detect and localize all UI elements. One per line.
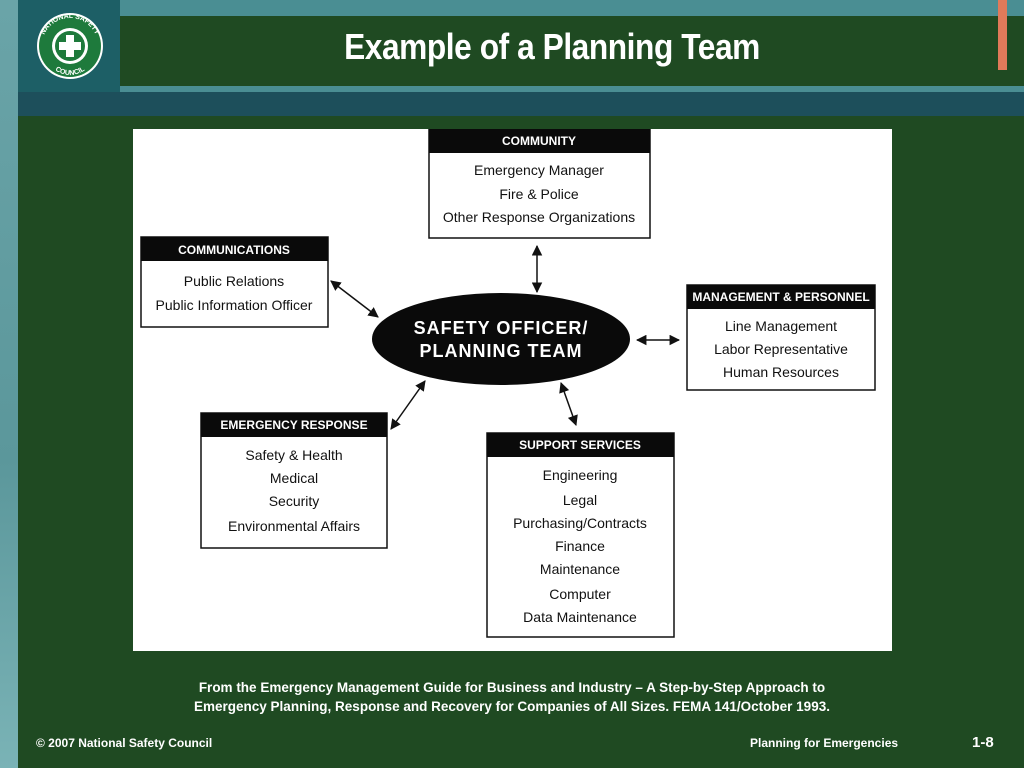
arrow-support <box>559 382 578 426</box>
box-support-item: Engineering <box>543 467 618 483</box>
box-management-header: MANAGEMENT & PERSONNEL <box>692 290 869 304</box>
caption-line-1: From the Emergency Management Guide for … <box>198 680 826 695</box>
nsc-logo-icon: NATIONAL SAFETY COUNCIL <box>37 13 103 79</box>
box-support: SUPPORT SERVICES Engineering Legal Purch… <box>486 432 675 638</box>
box-emergency-item: Environmental Affairs <box>228 518 360 534</box>
arrow-emergency <box>390 380 426 430</box>
center-line-1: SAFETY OFFICER/ <box>414 318 589 338</box>
center-node <box>372 293 630 385</box>
page-title: Example of a Planning Team <box>344 26 760 67</box>
header-band-dark <box>18 92 1024 116</box>
box-emergency-item: Safety & Health <box>245 447 342 463</box>
box-community: COMMUNITY Emergency Manager Fire & Polic… <box>428 129 651 239</box>
box-community-item: Other Response Organizations <box>443 209 635 225</box>
title-band <box>120 16 1024 86</box>
box-community-item: Emergency Manager <box>474 162 604 178</box>
box-support-item: Data Maintenance <box>523 609 637 625</box>
footer-copyright: © 2007 National Safety Council <box>36 736 213 750</box>
box-emergency-item: Medical <box>270 470 318 486</box>
box-emergency-header: EMERGENCY RESPONSE <box>220 418 367 432</box>
accent-bar <box>998 0 1007 70</box>
planning-team-diagram: SAFETY OFFICER/ PLANNING TEAM COMMUNITY … <box>133 129 892 651</box>
diagram-canvas: SAFETY OFFICER/ PLANNING TEAM COMMUNITY … <box>140 129 876 638</box>
box-support-item: Maintenance <box>540 561 620 577</box>
box-communications-header: COMMUNICATIONS <box>178 243 290 257</box>
box-emergency-item: Security <box>269 493 320 509</box>
caption-line-2: Emergency Planning, Response and Recover… <box>194 699 830 714</box>
box-support-item: Computer <box>549 586 611 602</box>
center-line-2: PLANNING TEAM <box>420 341 583 361</box>
box-community-header: COMMUNITY <box>502 134 576 148</box>
box-management-item: Human Resources <box>723 364 839 380</box>
box-support-item: Legal <box>563 492 597 508</box>
box-emergency: EMERGENCY RESPONSE Safety & Health Medic… <box>200 412 388 549</box>
slide-number: 1-8 <box>972 734 994 751</box>
box-management-item: Line Management <box>725 318 837 334</box>
header-band-light <box>18 86 1024 92</box>
svg-text:COUNCIL: COUNCIL <box>54 65 87 77</box>
logo-container: NATIONAL SAFETY COUNCIL <box>18 0 120 92</box>
source-caption: From the Emergency Management Guide for … <box>120 678 904 716</box>
box-support-item: Purchasing/Contracts <box>513 515 647 531</box>
logo-text-bottom: COUNCIL <box>54 65 87 77</box>
box-support-item: Finance <box>555 538 605 554</box>
box-support-header: SUPPORT SERVICES <box>519 438 641 452</box>
left-sidebar-bar <box>0 0 18 768</box>
box-management-item: Labor Representative <box>714 341 848 357</box>
box-community-item: Fire & Police <box>499 186 579 202</box>
box-communications: COMMUNICATIONS Public Relations Public I… <box>140 236 329 328</box>
box-communications-item: Public Relations <box>184 273 284 289</box>
footer-course-title: Planning for Emergencies <box>750 736 899 750</box>
arrow-communications <box>330 280 379 318</box>
box-communications-item: Public Information Officer <box>156 297 313 313</box>
box-management: MANAGEMENT & PERSONNEL Line Management L… <box>686 284 876 391</box>
top-stripe <box>0 0 1024 16</box>
